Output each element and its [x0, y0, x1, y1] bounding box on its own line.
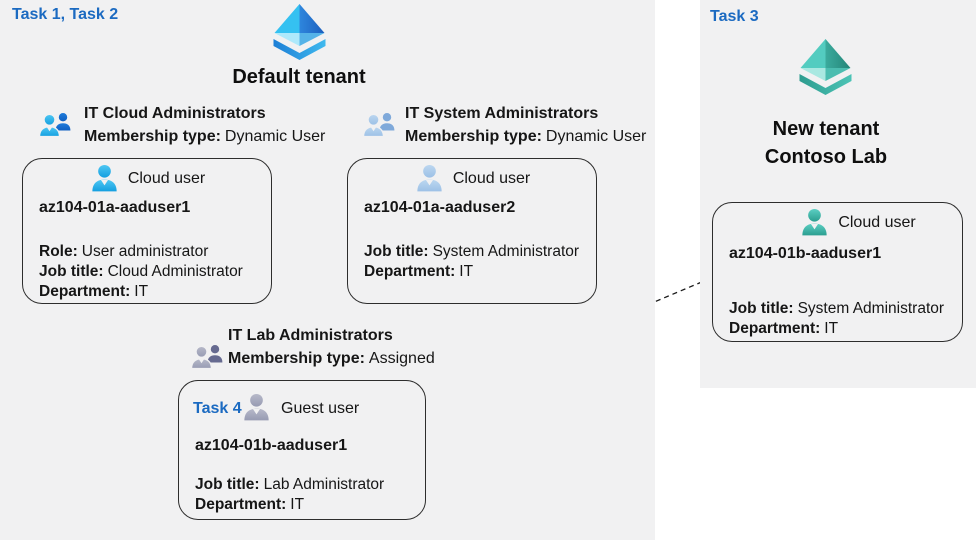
job-title-label: Job title: [39, 263, 104, 280]
user-type-label: Cloud user [452, 169, 531, 187]
job-title-label: Job title: [364, 243, 429, 260]
username: az104-01b-aaduser1 [729, 245, 882, 262]
department-field: Department:IT [39, 282, 243, 302]
user-type-label: Guest user [281, 400, 360, 417]
azure-ad-teal-icon [799, 39, 852, 95]
department-label: Department: [364, 263, 456, 280]
group-membership-system-admins: Membership type:Dynamic User [405, 128, 646, 146]
user-fields: Job title:Lab Administrator Department:I… [195, 475, 384, 515]
department-field: Department:IT [195, 495, 384, 515]
username: az104-01a-aaduser1 [39, 199, 191, 216]
department-value: IT [134, 283, 149, 300]
membership-type-label: Membership type: [405, 128, 542, 145]
department-field: Department:IT [729, 319, 944, 339]
role-field: Role:User administrator [39, 242, 243, 262]
job-title-value: Cloud Administrator [107, 263, 243, 280]
guest-user-card: Task 4 Guest user az104-01b-aaduser1 Job… [178, 380, 426, 520]
job-title-value: Lab Administrator [263, 476, 385, 493]
job-title-label: Job title: [195, 476, 260, 493]
role-label: Role: [39, 243, 78, 260]
new-tenant-title-line2: Contoso Lab [764, 146, 888, 168]
new-tenant-user-type-row: Cloud user [733, 207, 978, 238]
department-label: Department: [729, 320, 821, 337]
new-tenant-user-card: Cloud user az104-01b-aaduser1 Job title:… [712, 202, 963, 342]
department-field: Department:IT [364, 262, 579, 282]
membership-type-value: Dynamic User [224, 128, 326, 145]
job-title-value: System Administrator [432, 243, 580, 260]
default-tenant-panel [0, 0, 655, 540]
cloud-user-1-card: Cloud user az104-01a-aaduser1 Role:User … [22, 158, 272, 304]
user-type-label: Cloud user [127, 169, 206, 187]
department-label: Department: [195, 496, 287, 513]
user-fields: Job title:System Administrator Departmen… [364, 242, 579, 282]
user-fields: Role:User administrator Job title:Cloud … [39, 242, 243, 302]
task-3-label: Task 3 [710, 8, 759, 25]
task-4-label: Task 4 [193, 400, 242, 417]
group-membership-lab-admins: Membership type:Assigned [228, 350, 435, 368]
person-pale-icon [417, 164, 442, 192]
user-fields: Job title:System Administrator Departmen… [729, 299, 944, 339]
job-title-field: Job title:System Administrator [729, 299, 944, 319]
group-name-cloud-admins: IT Cloud Administrators [84, 105, 266, 122]
membership-type-label: Membership type: [84, 128, 221, 145]
new-tenant-title-line1: New tenant [772, 118, 880, 140]
department-value: IT [290, 496, 305, 513]
job-title-field: Job title:System Administrator [364, 242, 579, 262]
membership-type-value: Dynamic User [545, 128, 647, 145]
membership-type-value: Assigned [368, 350, 435, 367]
azure-ad-blue-icon [273, 4, 326, 60]
job-title-label: Job title: [729, 300, 794, 317]
person-cyan-icon [92, 164, 117, 192]
group-name-lab-admins: IT Lab Administrators [228, 327, 393, 344]
default-tenant-title: Default tenant [232, 66, 366, 88]
cloud-user-1-type-row: Cloud user [23, 163, 271, 194]
group-name-system-admins: IT System Administrators [405, 105, 599, 122]
person-gray-icon [244, 393, 269, 421]
username: az104-01b-aaduser1 [195, 437, 348, 454]
department-value: IT [459, 263, 474, 280]
group-membership-cloud-admins: Membership type:Dynamic User [84, 128, 325, 146]
job-title-field: Job title:Lab Administrator [195, 475, 384, 495]
group-people-pale-icon [362, 113, 395, 138]
cloud-user-2-type-row: Cloud user [348, 163, 596, 194]
group-people-gray-icon [190, 345, 223, 370]
cloud-user-2-card: Cloud user az104-01a-aaduser2 Job title:… [347, 158, 597, 304]
membership-type-label: Membership type: [228, 350, 365, 367]
person-teal-icon [802, 208, 827, 236]
department-label: Department: [39, 283, 131, 300]
group-people-blue-icon [38, 113, 71, 138]
job-title-field: Job title:Cloud Administrator [39, 262, 243, 282]
role-value: User administrator [81, 243, 209, 260]
username: az104-01a-aaduser2 [364, 199, 516, 216]
task-1-2-label: Task 1, Task 2 [12, 6, 119, 23]
job-title-value: System Administrator [797, 300, 945, 317]
department-value: IT [824, 320, 839, 337]
user-type-label: Cloud user [838, 213, 916, 231]
